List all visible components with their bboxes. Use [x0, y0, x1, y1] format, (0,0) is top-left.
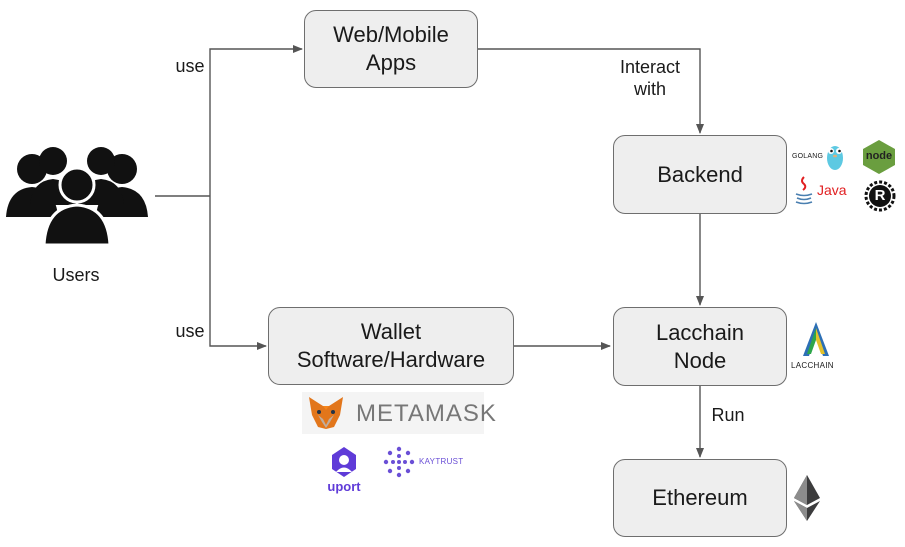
kaytrust-logo: KAYTRUST [383, 446, 467, 478]
golang-logo: GOLANG [792, 142, 848, 172]
ethereum-logo-icon [794, 475, 820, 521]
users-label: Users [52, 265, 100, 285]
kaytrust-mark-icon [383, 446, 415, 478]
edge-label-run: Run [711, 405, 745, 425]
edge-label-use-wallet: use [175, 321, 205, 341]
lacchain-mark-icon [803, 322, 829, 356]
backend-node: Backend [613, 135, 787, 214]
metamask-logo: METAMASK [302, 392, 496, 434]
web-mobile-apps-node: Web/Mobile Apps [304, 10, 478, 88]
edge-label-use-apps: use [175, 56, 205, 76]
lacchain-node: Lacchain Node [613, 307, 787, 386]
gopher-icon [827, 146, 843, 170]
java-cup-icon [795, 176, 813, 205]
edge-users-to-wallet [209, 196, 267, 350]
metamask-fox-icon [309, 397, 343, 429]
edge-users-to-apps [209, 45, 303, 196]
wallet-node: Wallet Software/Hardware [268, 307, 514, 385]
ethereum-node: Ethereum [613, 459, 787, 537]
rust-logo: R [864, 180, 896, 212]
edge-apps-to-backend [478, 48, 704, 134]
nodejs-logo: node [861, 139, 897, 175]
lacchain-logo: LACCHAIN [791, 320, 843, 374]
uport-logo: uport [322, 445, 366, 495]
users-group-icon [6, 147, 148, 247]
java-logo: Java [793, 175, 853, 205]
edge-label-interact-with: Interact with [619, 57, 681, 99]
uport-mark-icon [332, 447, 356, 477]
